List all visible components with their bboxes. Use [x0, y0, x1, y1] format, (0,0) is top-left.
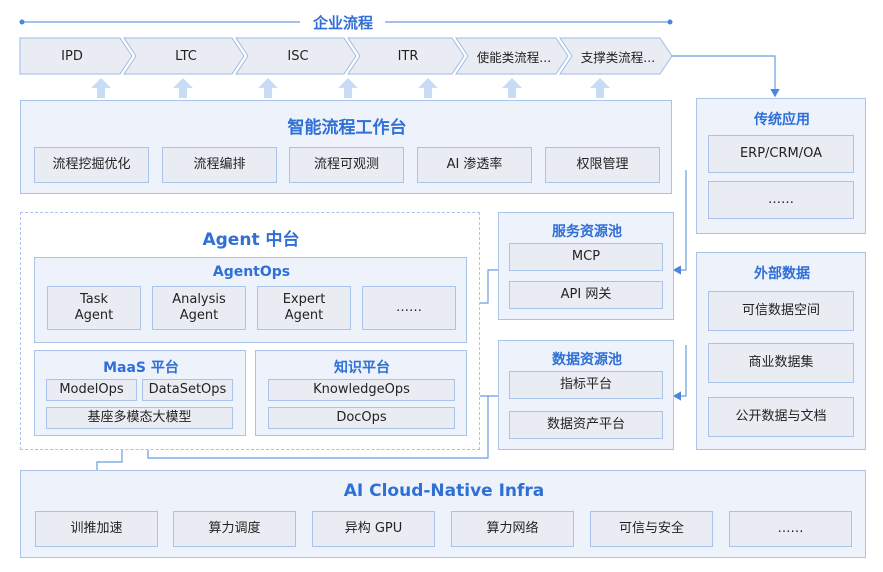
- maas-modelops[interactable]: ModelOps: [46, 379, 137, 401]
- agent-more[interactable]: ……: [362, 286, 456, 330]
- external-data-panel: 外部数据 可信数据空间 商业数据集 公开数据与文档: [696, 252, 866, 450]
- maas-panel: MaaS 平台 ModelOps DataSetOps 基座多模态大模型: [34, 350, 246, 436]
- traditional-app-erp[interactable]: ERP/CRM/OA: [708, 135, 854, 173]
- infra-trust-security[interactable]: 可信与安全: [590, 511, 713, 547]
- process-header-dot-left: [19, 19, 25, 25]
- agent-platform-title: Agent 中台: [202, 230, 300, 250]
- up-arrow-icon: [502, 78, 522, 98]
- agent-platform-panel: Agent 中台 AgentOps Task Agent Analysis Ag…: [20, 212, 480, 450]
- data-pool-panel: 数据资源池 指标平台 数据资产平台: [498, 340, 674, 450]
- chevron-isc: [235, 37, 357, 75]
- workbench-panel: 智能流程工作台 流程挖掘优化 流程编排 流程可观测 AI 渗透率 权限管理: [20, 100, 672, 194]
- up-arrow-icon: [173, 78, 193, 98]
- workbench-title: 智能流程工作台: [287, 118, 407, 138]
- service-pool-panel: 服务资源池 MCP API 网关: [498, 212, 674, 320]
- chevron-label-support[interactable]: 支撑类流程...: [580, 49, 656, 65]
- arrow-process-to-traditional: [672, 55, 780, 98]
- knowledge-docops[interactable]: DocOps: [268, 407, 455, 429]
- chevron-itr: [347, 37, 465, 75]
- workbench-item-ai-penetration[interactable]: AI 渗透率: [417, 147, 532, 183]
- maas-title: MaaS 平台: [103, 360, 179, 376]
- service-pool-title: 服务资源池: [552, 224, 622, 240]
- process-chevrons: [19, 37, 673, 75]
- external-public-data[interactable]: 公开数据与文档: [708, 397, 854, 437]
- infra-compute-network[interactable]: 算力网络: [451, 511, 574, 547]
- knowledge-panel: 知识平台 KnowledgeOps DocOps: [255, 350, 467, 436]
- up-arrow-icon: [590, 78, 610, 98]
- external-trusted-space[interactable]: 可信数据空间: [708, 291, 854, 331]
- workbench-item-process-mining[interactable]: 流程挖掘优化: [34, 147, 149, 183]
- traditional-apps-title: 传统应用: [754, 112, 810, 128]
- process-header-dot-right: [667, 19, 673, 25]
- agent-task[interactable]: Task Agent: [47, 286, 141, 330]
- arrow-traditional-to-service: [672, 170, 687, 275]
- chevron-label-enabling[interactable]: 使能类流程...: [476, 49, 552, 65]
- arrow-external-to-data: [672, 345, 687, 401]
- chevron-ipd: [19, 37, 133, 75]
- external-data-title: 外部数据: [754, 266, 810, 282]
- up-arrow-icon: [418, 78, 438, 98]
- chevron-label-ipd[interactable]: IPD: [61, 48, 83, 64]
- up-arrow-icon: [258, 78, 278, 98]
- workbench-item-permissions[interactable]: 权限管理: [545, 147, 660, 183]
- agentops-panel: AgentOps Task Agent Analysis Agent Exper…: [34, 257, 467, 343]
- infra-title: AI Cloud-Native Infra: [343, 481, 545, 501]
- agent-analysis[interactable]: Analysis Agent: [152, 286, 246, 330]
- traditional-apps-panel: 传统应用 ERP/CRM/OA ……: [696, 98, 866, 234]
- service-api-gateway[interactable]: API 网关: [509, 281, 663, 309]
- agent-expert[interactable]: Expert Agent: [257, 286, 351, 330]
- external-commercial-datasets[interactable]: 商业数据集: [708, 343, 854, 383]
- chevron-support: [559, 37, 673, 75]
- workbench-item-orchestration[interactable]: 流程编排: [162, 147, 277, 183]
- data-pool-title: 数据资源池: [552, 352, 622, 368]
- maas-datasetops[interactable]: DataSetOps: [142, 379, 233, 401]
- maas-foundation-model[interactable]: 基座多模态大模型: [46, 407, 233, 429]
- infra-compute-scheduling[interactable]: 算力调度: [173, 511, 296, 547]
- infra-training-acceleration[interactable]: 训推加速: [35, 511, 158, 547]
- process-title: 企业流程: [312, 14, 373, 32]
- traditional-app-more[interactable]: ……: [708, 181, 854, 219]
- up-arrows: [91, 78, 610, 98]
- chevron-label-ltc[interactable]: LTC: [175, 48, 197, 64]
- chevron-ltc: [123, 37, 245, 75]
- data-asset-platform[interactable]: 数据资产平台: [509, 411, 663, 439]
- data-metrics-platform[interactable]: 指标平台: [509, 371, 663, 399]
- chevron-label-isc[interactable]: ISC: [287, 48, 309, 64]
- service-mcp[interactable]: MCP: [509, 243, 663, 271]
- infra-more[interactable]: ……: [729, 511, 852, 547]
- up-arrow-icon: [338, 78, 358, 98]
- infra-heterogeneous-gpu[interactable]: 异构 GPU: [312, 511, 435, 547]
- knowledge-knowledgeops[interactable]: KnowledgeOps: [268, 379, 455, 401]
- workbench-item-observability[interactable]: 流程可观测: [289, 147, 404, 183]
- chevron-label-itr[interactable]: ITR: [397, 48, 419, 64]
- knowledge-title: 知识平台: [334, 360, 390, 376]
- chevron-enabling: [455, 37, 569, 75]
- infra-panel: AI Cloud-Native Infra 训推加速 算力调度 异构 GPU 算…: [20, 470, 866, 558]
- agentops-title: AgentOps: [212, 264, 291, 280]
- up-arrow-icon: [91, 78, 111, 98]
